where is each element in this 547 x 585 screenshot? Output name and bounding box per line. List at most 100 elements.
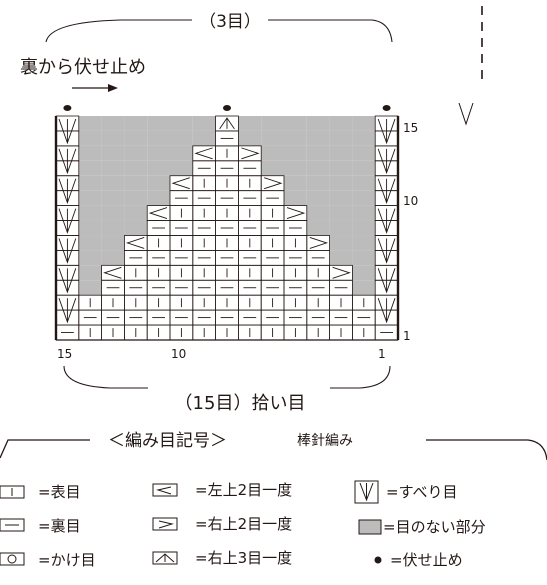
no-stitch-cell [284,130,307,146]
direction-arrow-head [108,84,118,92]
top-bracket-left [45,19,192,43]
bind-off-dot [382,105,391,111]
no-stitch-cell [78,220,102,236]
no-stitch-cell [124,190,148,206]
k2tog-right-symbol-icon [152,517,178,531]
no-stitch-cell [261,130,284,146]
slip-stitch-symbol [58,268,77,294]
k2tog-right-symbol [332,266,351,279]
k2tog-right-symbol [241,147,260,160]
bottom-bracket-left [63,365,148,389]
no-stitch-cell [78,190,102,206]
legend-k2tog-left-text: =左上2目一度 [195,481,292,499]
legend-gray-text: =目のない部分 [383,518,486,536]
bottom-bracket-right [330,365,391,389]
no-stitch-cell [329,116,353,131]
no-stitch-cell [352,145,376,161]
no-stitch-cell [101,160,125,176]
no-stitch-cell [124,175,148,191]
legend-slip-text: =すべり目 [386,483,458,501]
legend-yarn-over-text: =かけ目 [38,551,96,569]
no-stitch-cell [329,235,353,251]
top-bracket-right [268,19,393,43]
no-stitch-cell [170,116,193,131]
no-stitch-cell [78,250,102,266]
no-stitch-cell [101,220,125,236]
legend-knit: =表目 [0,483,81,501]
no-stitch-cell [352,190,376,206]
stitch-cell [237,145,262,162]
slip-stitch-symbol [377,148,396,175]
gray-area-icon [358,519,382,535]
slip-symbol-icon [354,480,379,504]
stitch-cell [215,115,239,132]
slip-stitch-symbol [58,298,77,324]
k2tog-left-symbol [148,207,168,219]
no-stitch-cell [78,145,102,161]
no-stitch-cell [78,265,102,281]
no-stitch-cell [124,160,148,176]
knit-symbol-icon [0,485,25,499]
k2tog-left-symbol [103,266,122,279]
k2tog-left-symbol [194,147,213,160]
k3tog-right-symbol-icon [152,551,178,565]
no-stitch-cell [306,205,330,221]
no-stitch-cell [352,265,376,281]
legend-frame-left [0,439,90,459]
no-stitch-cell [329,160,353,176]
no-stitch-cell [284,116,307,131]
k2tog-left-symbol-icon [152,483,178,497]
no-stitch-cell [101,250,125,266]
no-stitch-cell [78,116,102,131]
no-stitch-area [78,116,376,296]
bind-off-dot [223,105,231,111]
no-stitch-cell [124,130,148,146]
no-stitch-cell [306,175,330,191]
no-stitch-cell [192,116,216,131]
no-stitch-cell [170,130,193,146]
no-stitch-cell [78,130,102,146]
no-stitch-cell [101,175,125,191]
legend-gray: =目のない部分 [358,518,486,536]
legend-bind-off-text: =伏せ止め [390,551,463,569]
no-stitch-cell [78,175,102,191]
no-stitch-cell [329,130,353,146]
legend-k2tog-left: =左上2目一度 [152,481,292,499]
no-stitch-cell [306,160,330,176]
k2tog-left-symbol [171,177,190,190]
no-stitch-cell [284,160,307,176]
legend-bind-off: =伏せ止め [374,551,463,569]
legend-subtitle: 棒針編み [297,433,353,449]
no-stitch-cell [147,145,170,161]
col-label-1: 1 [378,347,386,361]
bottom-label: （15目）拾い目 [175,393,306,414]
no-stitch-cell [192,130,216,146]
slip-stitch-symbol [58,118,77,145]
no-stitch-cell [352,205,376,221]
stitch-grid [54,115,400,341]
no-stitch-cell [124,145,148,161]
no-stitch-cell [101,235,125,251]
no-stitch-cell [306,190,330,206]
stitch-cell [283,205,308,221]
no-stitch-cell [101,145,125,161]
no-stitch-cell [352,130,376,146]
no-stitch-cell [124,220,148,236]
no-stitch-cell [101,116,125,131]
no-stitch-cell [329,220,353,236]
row-label-1: 1 [403,329,411,343]
k2tog-right-symbol [264,177,283,190]
no-stitch-cell [147,190,170,206]
top-count-label: （3目） [199,12,261,32]
no-stitch-cell [352,160,376,176]
no-stitch-cell [306,116,330,131]
no-stitch-cell [78,160,102,176]
legend-purl-text: =裏目 [38,517,81,535]
legend-k3tog-right: =右上3目一度 [152,549,292,567]
stitch-cell [329,264,353,281]
no-stitch-cell [78,205,102,221]
col-label-10: 10 [171,347,186,361]
bind-off-dot-icon [374,556,382,564]
no-stitch-cell [329,205,353,221]
